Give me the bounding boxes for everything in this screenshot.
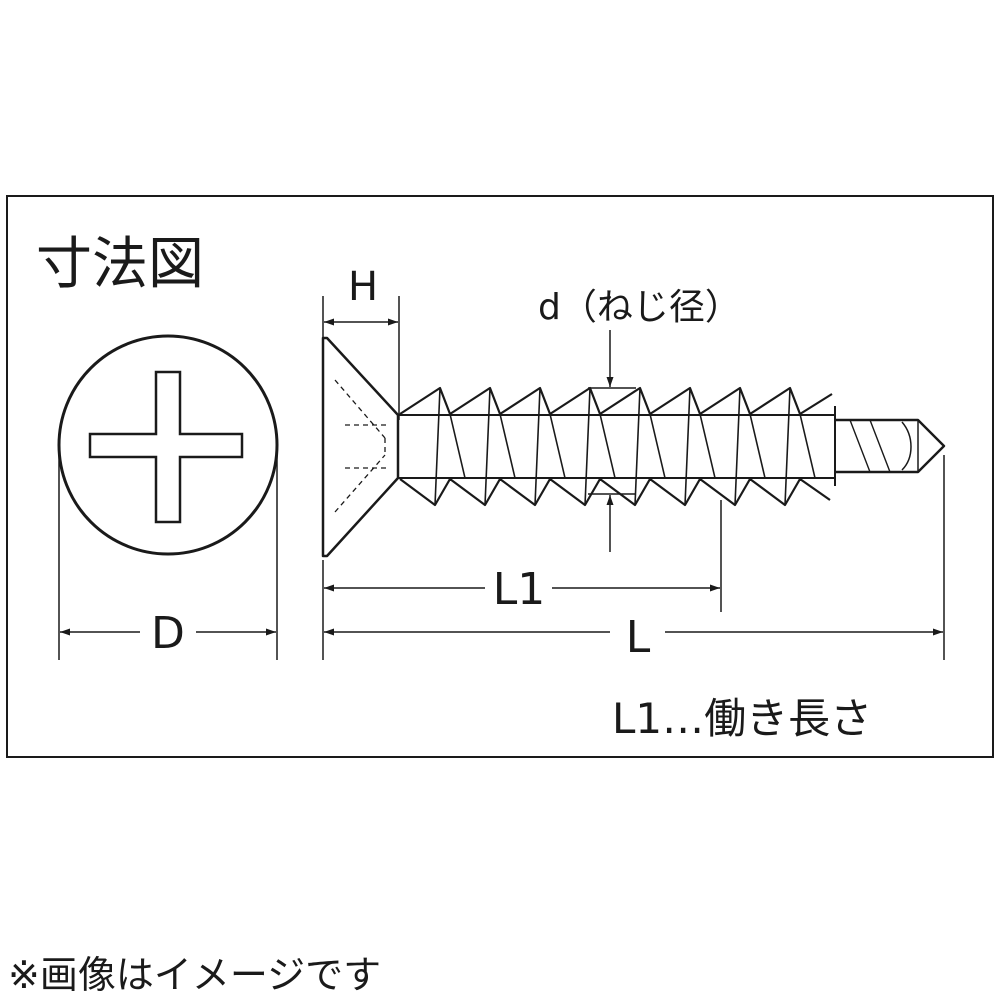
label-d-thread-diameter: d（ねじ径） <box>538 287 741 328</box>
dimension-h <box>322 296 400 420</box>
screw-side-view <box>321 336 946 558</box>
screw-head-top-view <box>57 334 279 556</box>
label-L1: L1 <box>493 564 546 615</box>
footnote: ※画像はイメージです <box>8 953 382 997</box>
legend-working-length: L1…働き長さ <box>612 694 872 743</box>
diagram-frame <box>6 195 994 758</box>
label-D: D <box>151 608 185 659</box>
label-H: H <box>348 264 378 310</box>
dimension-d-thread <box>588 330 636 552</box>
diagram-title: 寸法図 <box>36 232 204 297</box>
dimension-lengths <box>322 455 945 660</box>
dimension-d-outer <box>58 445 278 660</box>
label-L: L <box>626 612 651 663</box>
